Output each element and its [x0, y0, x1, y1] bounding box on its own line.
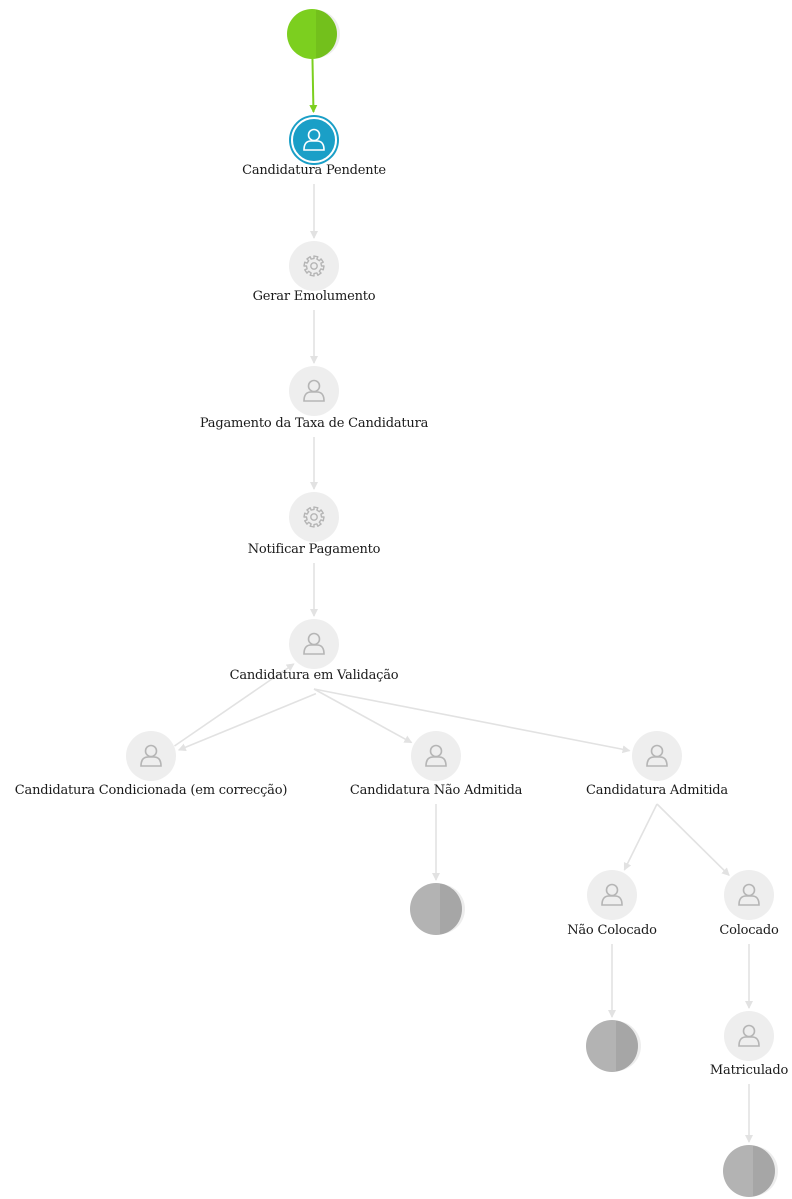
user-icon: [738, 883, 760, 906]
edge-validacao-to-condicionada: [177, 692, 317, 752]
label-matriculado: Matriculado: [709, 1063, 789, 1078]
node-matriculado[interactable]: [724, 1011, 774, 1061]
user-icon: [738, 1024, 760, 1047]
node-end3: [723, 1145, 778, 1197]
label-pendente: Candidatura Pendente: [242, 163, 386, 178]
label-validacao: Candidatura em Validação: [229, 668, 399, 683]
node-condicionada[interactable]: [126, 731, 176, 781]
user-icon: [425, 744, 447, 767]
user-icon: [646, 744, 668, 767]
user-icon: [303, 128, 325, 151]
label-emolumento: Gerar Emolumento: [252, 289, 376, 304]
node-pagamento[interactable]: [289, 366, 339, 416]
node-end2: [586, 1020, 641, 1072]
task-circle: [289, 492, 339, 542]
task-circle: [289, 241, 339, 291]
node-naoadmitida[interactable]: [411, 731, 461, 781]
label-naocolocado: Não Colocado: [567, 923, 657, 938]
edge-admitida-to-colocado: [656, 803, 730, 877]
node-validacao[interactable]: [289, 619, 339, 669]
label-pagamento: Pagamento da Taxa de Candidatura: [199, 416, 429, 431]
edge-validacao-to-naoadmitida: [313, 688, 413, 744]
label-colocado: Colocado: [719, 923, 779, 938]
edge-start-to-pendente: [309, 58, 318, 114]
label-condicionada: Candidatura Condicionada (em correcção): [14, 783, 288, 798]
edge-validacao-to-admitida: [313, 688, 631, 754]
user-icon: [303, 632, 325, 655]
label-admitida: Candidatura Admitida: [586, 783, 728, 798]
edge-admitida-to-naocolocado: [623, 803, 658, 871]
user-icon: [303, 379, 325, 402]
gear-icon: [303, 255, 325, 277]
label-notificar: Notificar Pagamento: [247, 542, 381, 557]
node-pendente[interactable]: [289, 115, 339, 165]
node-emolumento[interactable]: [289, 241, 339, 291]
user-icon: [601, 883, 623, 906]
node-naocolocado[interactable]: [587, 870, 637, 920]
start-event: [287, 9, 337, 59]
edge-condicionada-to-validacao: [173, 663, 295, 747]
label-naoadmitida: Candidatura Não Admitida: [349, 783, 523, 798]
node-end1: [410, 883, 465, 935]
user-icon: [140, 744, 162, 767]
node-start: [287, 9, 340, 59]
gear-icon: [303, 506, 325, 528]
end-event: [723, 1145, 775, 1197]
node-notificar[interactable]: [289, 492, 339, 542]
end-event: [586, 1020, 638, 1072]
node-colocado[interactable]: [724, 870, 774, 920]
end-event: [410, 883, 462, 935]
node-admitida[interactable]: [632, 731, 682, 781]
